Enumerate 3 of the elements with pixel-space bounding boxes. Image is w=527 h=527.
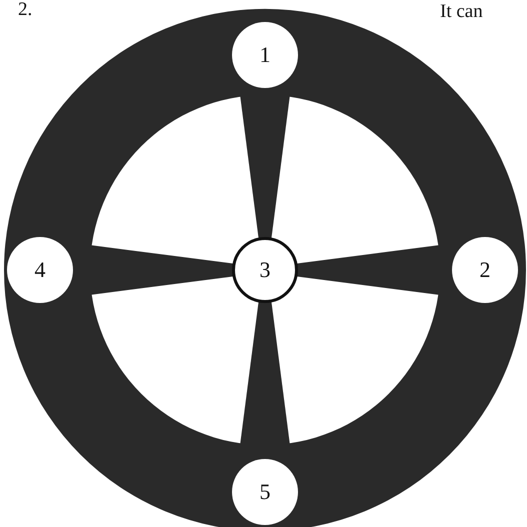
text-fragment: 2. bbox=[18, 0, 32, 19]
text-fragment: It can bbox=[440, 2, 483, 21]
number-circle: 3 bbox=[232, 237, 298, 303]
